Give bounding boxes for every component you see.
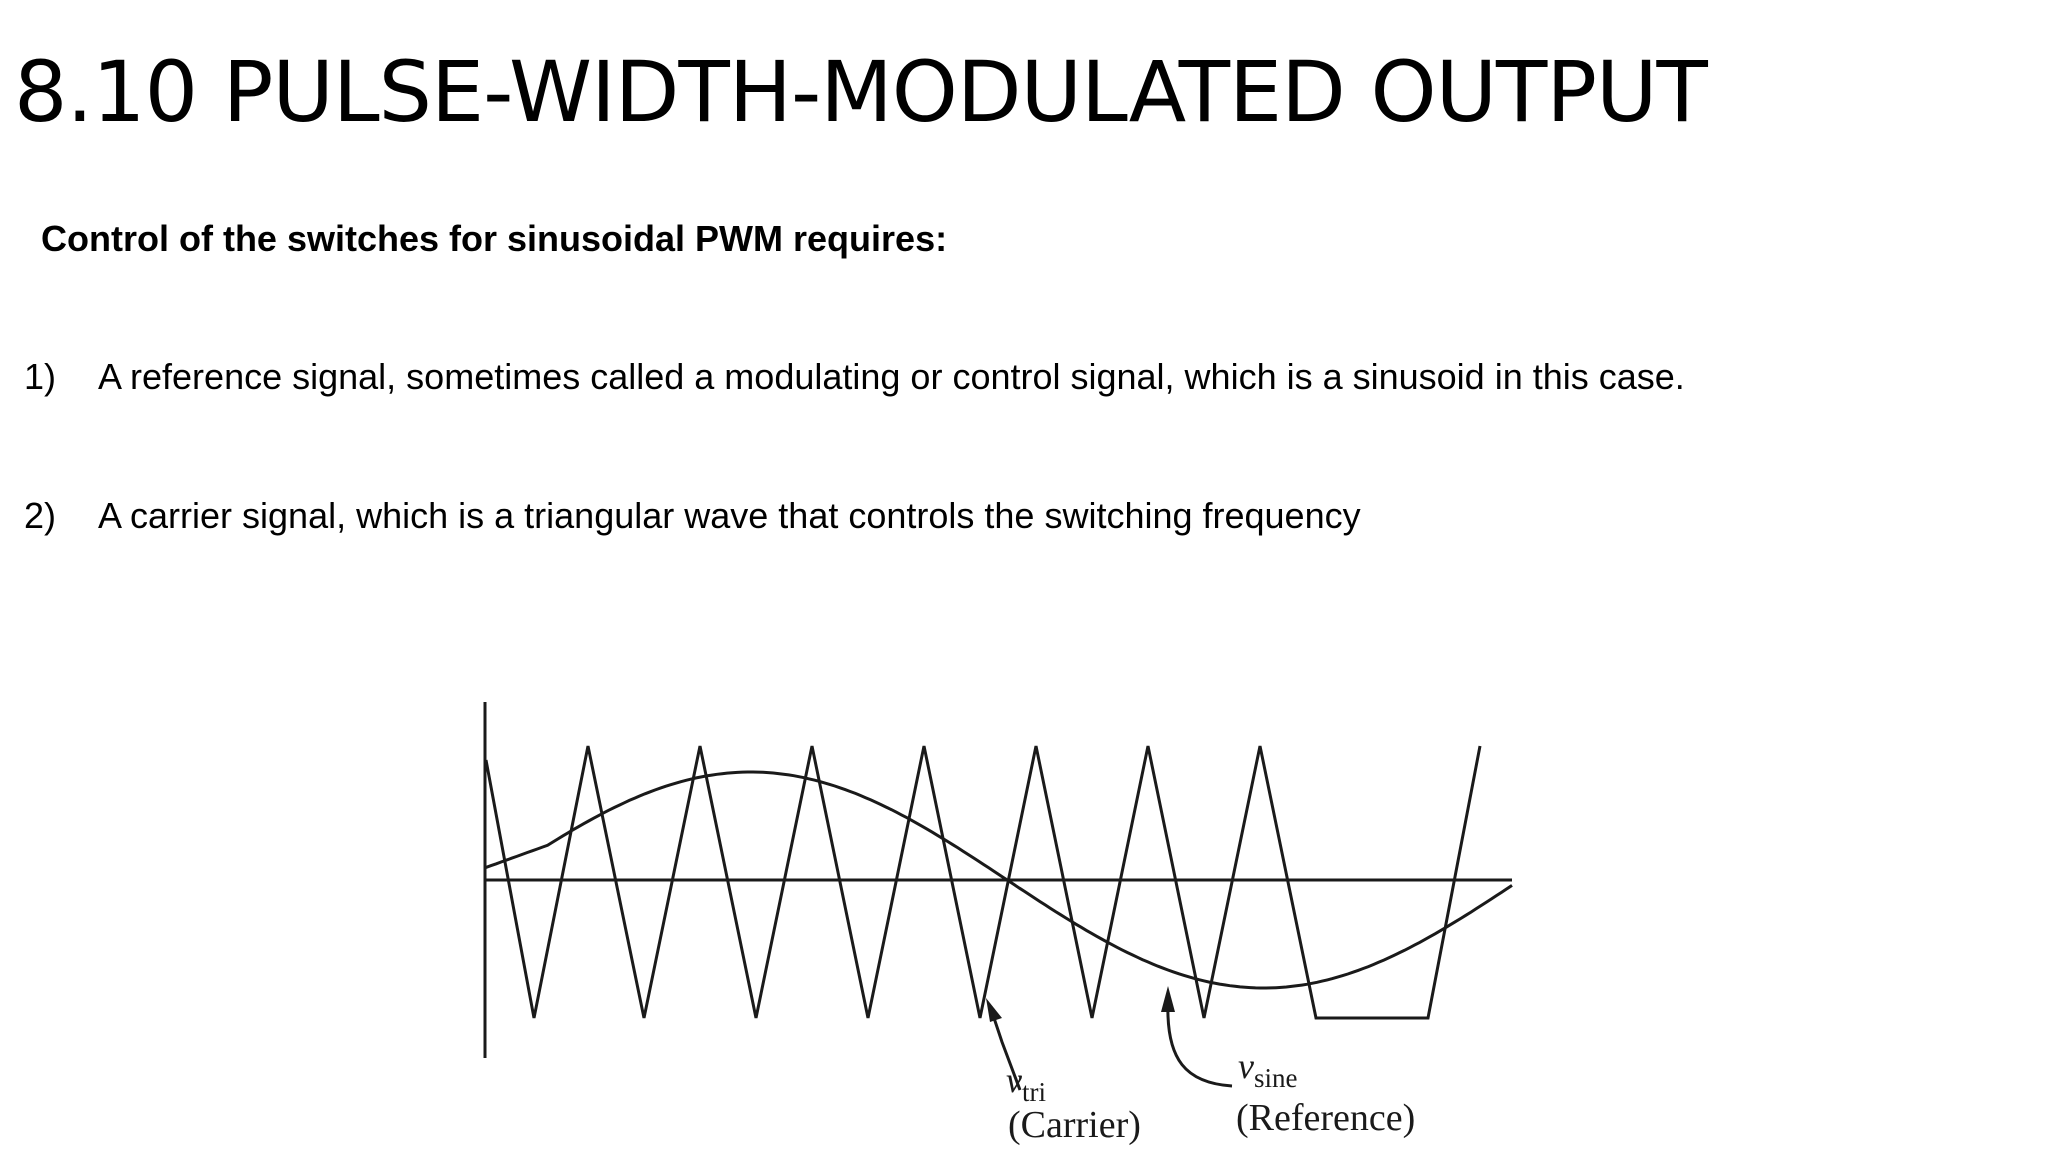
reference-label: (Reference) [1236,1097,1415,1139]
carrier-label: (Carrier) [1008,1104,1141,1146]
carrier-pointer-line [990,1011,1022,1091]
list-item-text: A carrier signal, which is a triangular … [98,495,1361,536]
list-item-number: 2) [24,495,57,536]
reference-pointer-curve [1166,1001,1233,1088]
reference-pointer-arrowhead [1161,986,1175,1012]
carrier-triangle-wave [484,745,1482,1020]
carrier-pointer-arrowhead [986,998,1002,1022]
carrier-symbol-label: vtri [1006,1060,1046,1107]
list-item: 1) A reference signal, sometimes called a… [24,356,1685,398]
list-item-text: A reference signal, sometimes called a m… [98,356,1685,397]
list-item: 2) A carrier signal, which is a triangula… [24,495,1361,537]
slide-title: 8.10 PULSE-WIDTH-MODULATED OUTPUT [14,43,1708,141]
subheading: Control of the switches for sinusoidal P… [41,218,948,259]
reference-symbol-label: vsine [1238,1046,1297,1093]
reference-sine-wave [485,770,1513,990]
list-item-number: 1) [24,356,57,397]
